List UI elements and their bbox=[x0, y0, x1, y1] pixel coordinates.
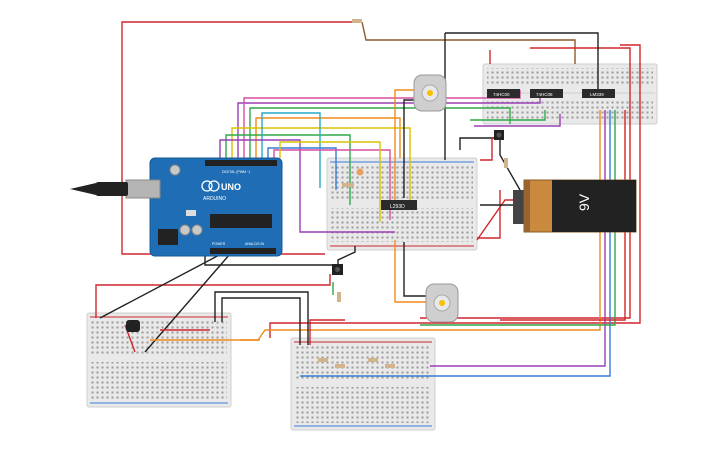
ic-top-2[interactable]: 74HC08 bbox=[530, 89, 563, 98]
wire-red-left-bb bbox=[95, 274, 331, 318]
arduino-uno-board[interactable]: UNO ARDUINO DIGITAL (PWM ~) POWER ANALOG… bbox=[70, 157, 283, 257]
resistors bbox=[318, 19, 508, 368]
dc-motor-top[interactable] bbox=[413, 74, 447, 112]
resistor-btn bbox=[337, 292, 341, 302]
resistor-right-1 bbox=[504, 158, 508, 168]
wire-purple-2 bbox=[219, 139, 395, 233]
led-center bbox=[356, 168, 364, 176]
push-button-bottom[interactable] bbox=[332, 264, 343, 275]
wire-black-motor-bottom bbox=[403, 242, 428, 297]
push-button-top[interactable] bbox=[494, 130, 504, 140]
wire-red-bb-bottom bbox=[309, 319, 345, 345]
resistor-top-wire bbox=[352, 19, 362, 23]
breadboard-left bbox=[86, 312, 232, 408]
wire-black-left-bb2 bbox=[144, 253, 231, 353]
ic-top-1[interactable]: 74HC00 bbox=[487, 89, 520, 98]
wire-black-motor-top bbox=[403, 99, 414, 198]
resistor-center-1 bbox=[342, 183, 354, 187]
arduino-sub-text: ARDUINO bbox=[203, 196, 226, 202]
battery-9v[interactable]: 9V bbox=[513, 179, 637, 233]
wire-red-right-outer bbox=[269, 44, 641, 338]
wire-orange-motor-bottom bbox=[394, 240, 428, 303]
wire-yellow-2 bbox=[279, 141, 381, 222]
wire-green-2 bbox=[225, 134, 351, 205]
wire-red-bat-left bbox=[477, 190, 501, 239]
wire-red-btn2 bbox=[480, 137, 493, 161]
wires bbox=[95, 21, 641, 377]
wire-brown-top bbox=[361, 21, 576, 64]
resistor-bottom-3 bbox=[368, 358, 378, 362]
resistor-bottom-1 bbox=[318, 358, 328, 362]
wire-black-bb-bottom2 bbox=[221, 297, 301, 345]
dc-motor-bottom[interactable] bbox=[425, 283, 459, 323]
ic-l293d-label: L293D bbox=[390, 204, 405, 210]
temperature-sensor[interactable] bbox=[126, 320, 140, 332]
wire-black-bb-bottom bbox=[214, 291, 309, 345]
wire-yellow-1 bbox=[231, 127, 411, 200]
arduino-digital-label: DIGITAL (PWM ~) bbox=[222, 170, 250, 174]
breadboard-center bbox=[326, 157, 478, 251]
wire-green-right bbox=[470, 110, 546, 121]
wire-green-1 bbox=[249, 107, 511, 158]
wire-orange-motor-top bbox=[394, 89, 414, 200]
resistor-bottom-4 bbox=[385, 364, 395, 368]
wire-black-left-bb bbox=[99, 251, 226, 319]
wire-pink-2 bbox=[273, 149, 391, 220]
wire-black-top bbox=[445, 32, 599, 90]
ic-top-3-label: LM339 bbox=[590, 92, 604, 97]
arduino-analog-label: ANALOG IN bbox=[245, 242, 265, 246]
wire-blue-1 bbox=[267, 147, 337, 190]
breadboard-bottom bbox=[290, 337, 436, 431]
resistor-bottom-2 bbox=[335, 364, 345, 368]
ic-l293d[interactable]: L293D bbox=[381, 200, 417, 210]
battery-label: 9V bbox=[576, 193, 592, 211]
ic-top-3[interactable]: LM339 bbox=[582, 89, 615, 98]
arduino-brand-text: UNO bbox=[221, 182, 241, 192]
ic-top-2-label: 74HC08 bbox=[536, 92, 553, 97]
wire-orange-1 bbox=[255, 117, 401, 158]
wire-black-arduino-gnd bbox=[204, 255, 340, 266]
ic-top-1-label: 74HC00 bbox=[493, 92, 510, 97]
arduino-power-label: POWER bbox=[212, 242, 226, 246]
breadboard-top-right bbox=[482, 63, 658, 125]
wire-purple-right bbox=[474, 114, 561, 127]
